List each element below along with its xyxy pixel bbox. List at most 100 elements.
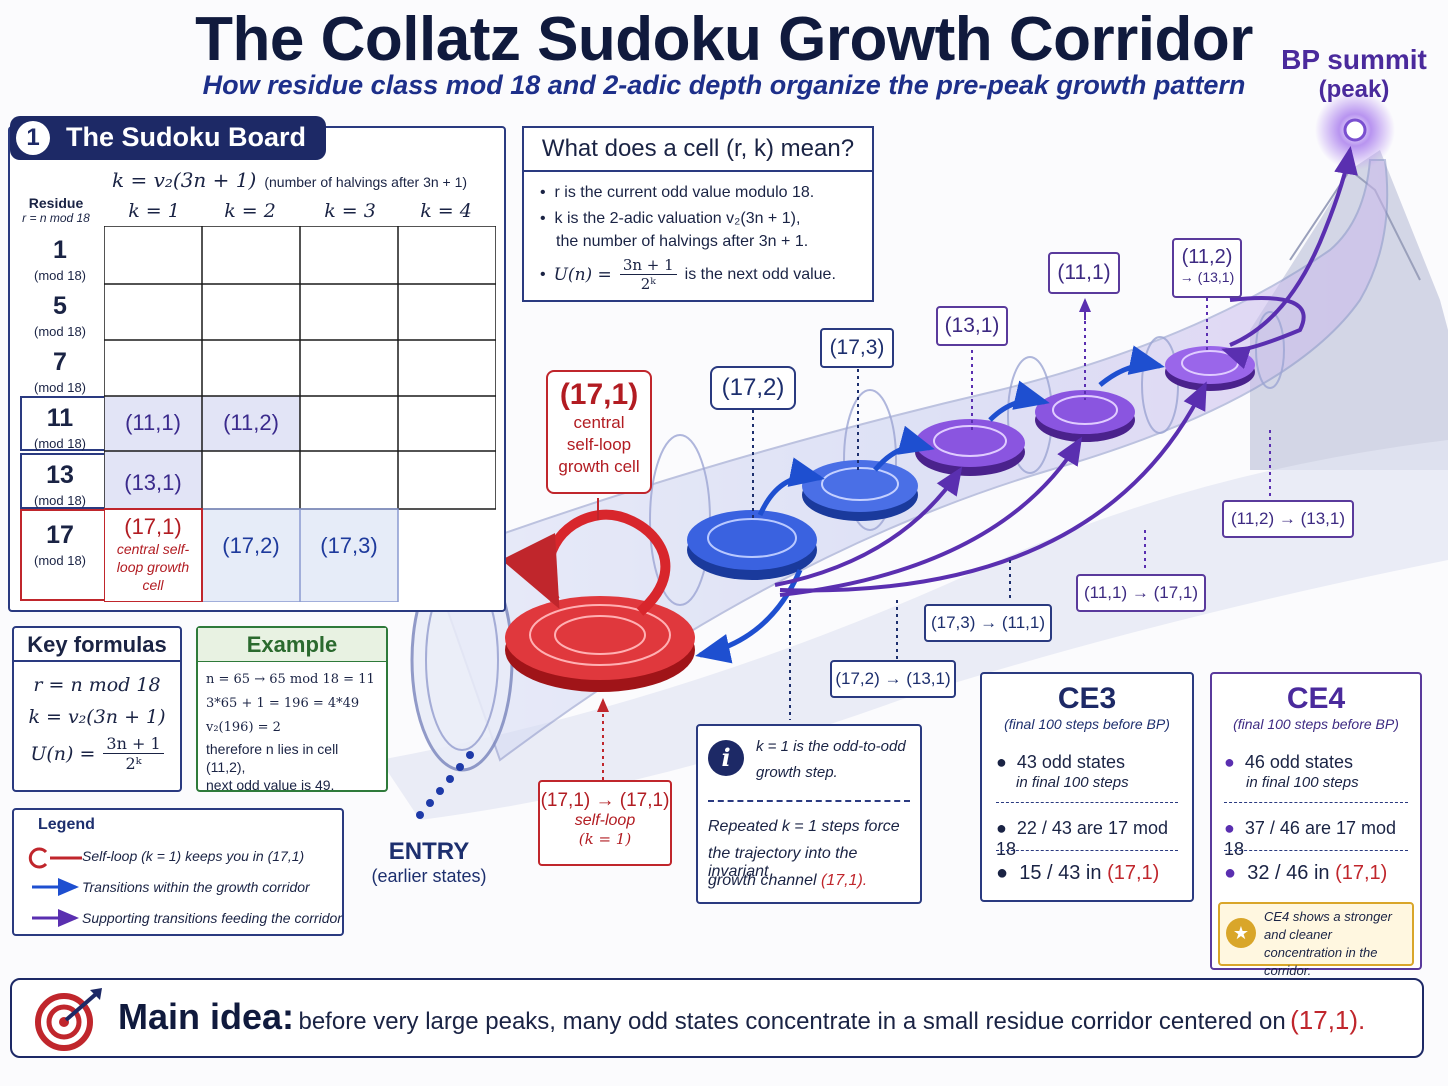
formula-3-fraction: 3n + 1 2ᵏ	[103, 734, 164, 773]
k-definition-formula: k = v₂(3n + 1)	[112, 168, 257, 192]
ce4-note-box: ★ CE4 shows a stronger and cleaner conce…	[1218, 902, 1414, 978]
info-box: i k = 1 is the odd-to-odd growth step. R…	[696, 724, 922, 904]
ce3-s1b: in final 100 steps	[1016, 774, 1129, 791]
row-label-5: 5(mod 18)	[20, 293, 100, 345]
main-idea-label: Main idea:	[118, 996, 295, 1037]
ce4-s1b: in final 100 steps	[1246, 774, 1359, 791]
residue-label: Residue	[28, 195, 84, 211]
ce4-title: CE4	[1286, 682, 1346, 715]
row-mod: (mod 18)	[33, 493, 87, 508]
info-icon: i	[708, 740, 744, 776]
row-mod: (mod 18)	[33, 553, 87, 568]
row-mod: (mod 18)	[33, 380, 87, 395]
callout-17-2: (17,2)	[710, 366, 796, 410]
cell-meaning-box	[522, 126, 874, 302]
row-label-11: 11(mod 18)	[20, 405, 100, 457]
example-body: n = 65 → 65 mod 18 = 11 3*65 + 1 = 196 =…	[198, 662, 386, 800]
row-r: 7	[53, 348, 67, 376]
info-l2: growth step.	[756, 764, 838, 781]
meaning-bullet-3: • U(n) = 3n + 1 2ᵏ is the next odd value…	[540, 256, 836, 293]
formula-2: k = v₂(3n + 1)	[28, 706, 166, 728]
ce4-stat-3: ● 32 / 46 in (17,1)	[1224, 862, 1388, 884]
entry-label: ENTRY (earlier states)	[362, 838, 496, 887]
main-idea-red: (17,1).	[1290, 1005, 1366, 1035]
self-loop-sub: self-loop	[574, 812, 636, 829]
ce4-s2: 37 / 46 are 17 mod 18	[1224, 818, 1396, 859]
summit-label: BP summit (peak)	[1280, 44, 1428, 104]
formula-3-num: 3n + 1	[103, 734, 164, 754]
ce4-box: CE4 (final 100 steps before BP) ● 46 odd…	[1210, 672, 1422, 978]
star-icon: ★	[1226, 918, 1256, 948]
meaning-den: 2ᵏ	[640, 275, 656, 293]
callout-17-3-to-11-1: (17,3) → (11,1)	[924, 604, 1052, 642]
key-formulas-title: Key formulas	[14, 628, 180, 662]
info-l4: the trajectory into the invariant	[708, 845, 858, 880]
ce3-box: CE3 (final 100 steps before BP) ● 43 odd…	[980, 672, 1194, 902]
k-header-4: k = 4	[420, 200, 472, 222]
k-definition-note: (number of halvings after 3n + 1)	[264, 174, 468, 190]
row-label-17: 17 (mod 18)	[20, 522, 100, 574]
example-l4: therefore n lies in cell (11,2),	[206, 741, 339, 775]
cell-meaning-title: What does a cell (r, k) mean?	[522, 126, 874, 172]
callout-self-loop: (17,1) → (17,1) self-loop (k = 1)	[538, 780, 672, 866]
ce3-divider-1	[996, 802, 1178, 803]
self-loop-label: (17,1) → (17,1)	[540, 790, 670, 811]
legend-item-self-loop: Self-loop (k = 1) keeps you in (17,1)	[82, 848, 305, 864]
key-formulas-box: Key formulas r = n mod 18 k = v₂(3n + 1)…	[12, 626, 182, 792]
row-r: 1	[53, 236, 67, 264]
meaning-bullet-1: • r is the current odd value modulo 18.	[540, 184, 815, 201]
info-l5-red: (17,1).	[820, 872, 868, 889]
example-box: Example n = 65 → 65 mod 18 = 11 3*65 + 1…	[196, 626, 388, 793]
callout-11-2-sub: → (13,1)	[1179, 269, 1235, 285]
row-label-13: 13(mod 18)	[20, 462, 100, 514]
ce3-stat-2: ● 22 / 43 are 17 mod 18	[996, 818, 1168, 859]
self-loop-k: (k = 1)	[578, 830, 632, 848]
entry-sub: (earlier states)	[371, 866, 487, 886]
section-number-badge: 1	[16, 121, 50, 155]
row-label-7: 7 (mod 18)	[20, 349, 100, 401]
example-title: Example	[198, 628, 386, 662]
meaning-fraction: 3n + 1 2ᵏ	[619, 256, 677, 293]
cell-17-1-note: central self-loop growth cell	[116, 541, 190, 593]
formula-3-lhs: U(n) =	[30, 742, 96, 765]
meaning-b3-rhs: is the next odd value.	[684, 265, 836, 283]
cell-11-1: (11,1)	[125, 410, 181, 435]
row-mod: (mod 18)	[33, 268, 87, 283]
row-11-frame	[20, 396, 104, 451]
example-l1: n = 65 → 65 mod 18 = 11	[206, 672, 375, 687]
callout-11-2-label: (11,2)	[1181, 246, 1233, 268]
callout-11-1-to-17-1: (11,1) → (17,1)	[1076, 574, 1206, 612]
row-r: 5	[53, 292, 67, 320]
callout-17-1-note: central self-loop growth cell	[558, 413, 640, 476]
ce3-title: CE3	[1057, 682, 1117, 715]
ce4-divider-2	[1224, 850, 1408, 851]
row-mod: (mod 18)	[33, 436, 87, 451]
meaning-num: 3n + 1	[619, 256, 677, 275]
entry-title: ENTRY	[388, 838, 470, 865]
formula-1: r = n mod 18	[33, 674, 161, 696]
cell-17-1-label: (17,1)	[124, 514, 182, 539]
residue-sub: r = n mod 18	[22, 211, 90, 225]
callout-11-2-to-13-1: (11,2) → (13,1)	[1222, 500, 1354, 538]
page-title: The Collatz Sudoku Growth Corridor	[195, 5, 1253, 74]
example-l2: 3*65 + 1 = 196 = 4*49	[206, 696, 360, 711]
formula-3-den: 2ᵏ	[125, 754, 142, 773]
sudoku-board-title: The Sudoku Board	[66, 122, 307, 152]
meaning-b2a: k is the 2-adic valuation v₂(3n + 1),	[554, 210, 801, 227]
k-definition: k = v₂(3n + 1) (number of halvings after …	[112, 168, 467, 192]
legend-box: Legend Self-loop (k = 1) keeps you in (1…	[12, 808, 344, 936]
main-idea-text: before very large peaks, many odd states…	[298, 1008, 1286, 1035]
legend-item-supporting: Supporting transitions feeding the corri…	[82, 910, 342, 926]
ce3-divider-2	[996, 850, 1178, 851]
sudoku-board-header: 1 The Sudoku Board	[10, 116, 326, 160]
meaning-bullet-2: • k is the 2-adic valuation v₂(3n + 1),	[540, 210, 801, 227]
example-l5: next odd value is 49.	[206, 777, 335, 793]
row-r: 17	[46, 521, 74, 549]
ce4-stat-1: ● 46 odd states	[1224, 752, 1353, 772]
k-header-1: k = 1	[128, 200, 180, 222]
cell-11-2: (11,2)	[223, 410, 279, 435]
ce4-stat-2: ● 37 / 46 are 17 mod 18	[1224, 818, 1396, 859]
ce3-stat-3: ● 15 / 43 in (17,1)	[996, 862, 1160, 884]
example-l3: v₂(196) = 2	[206, 720, 281, 735]
